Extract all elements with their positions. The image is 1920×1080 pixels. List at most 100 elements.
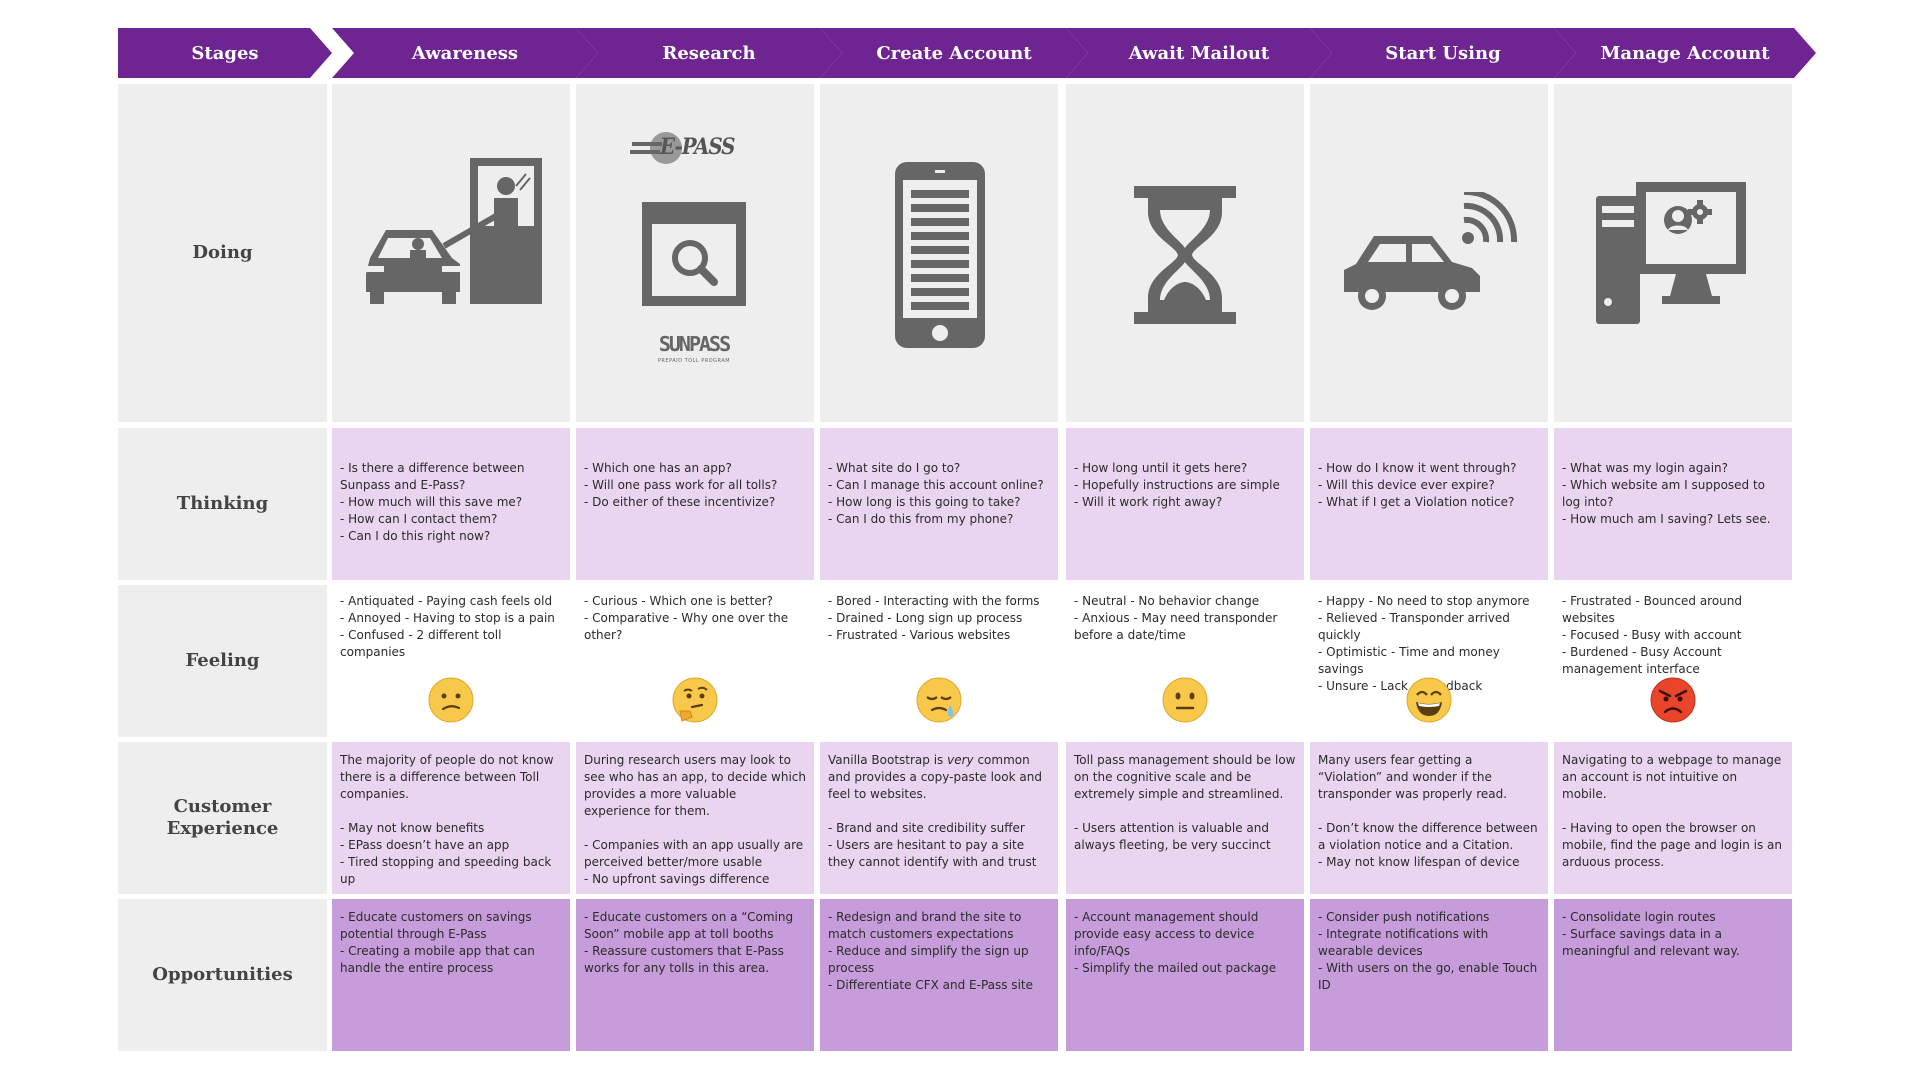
cx-paragraph: During research users may look to see wh… [584, 752, 806, 820]
cx-list: - Don’t know the difference between a vi… [1318, 821, 1538, 869]
thinking-cell-research: - Which one has an app? - Will one pass … [576, 428, 814, 580]
stage-header-research: Research [576, 28, 842, 78]
cx-text: Navigating to a webpage to manage an acc… [1562, 753, 1782, 801]
cx-cell-create-account: Vanilla Bootstrap is very common and pro… [820, 742, 1058, 894]
thinking-text: - How long until it gets here? - Hopeful… [1074, 461, 1280, 509]
stage-header-start-using: Start Using [1310, 28, 1576, 78]
cx-list: - Companies with an app usually are perc… [584, 838, 804, 886]
row-label-text: Thinking [176, 493, 269, 514]
feeling-cell-start-using: - Happy - No need to stop anymore - Reli… [1310, 585, 1548, 737]
feeling-cell-manage-account: - Frustrated - Bounced around websites -… [1554, 585, 1792, 737]
row-label-thinking: Thinking [118, 428, 327, 580]
opportunity-cell-awareness: - Educate customers on savings potential… [332, 899, 570, 1051]
row-label-text: Customer [173, 796, 272, 817]
cx-list: - Users attention is valuable and always… [1074, 821, 1271, 852]
row-label-opportunities: Opportunities [118, 899, 327, 1051]
hourglass-icon [1134, 186, 1236, 324]
cx-text: The majority of people do not know there… [340, 753, 554, 801]
doing-cell-awareness [332, 84, 570, 422]
cx-paragraph: Vanilla Bootstrap is very common and pro… [828, 752, 1050, 803]
stage-header-label: Manage Account [1600, 42, 1770, 64]
feeling-cell-await-mailout: - Neutral - No behavior change - Anxious… [1066, 585, 1304, 737]
epass-logo-mark [630, 132, 682, 164]
stages-header-label: Stages [191, 42, 259, 64]
doing-cell-create-account [820, 84, 1058, 422]
cx-cell-research: During research users may look to see wh… [576, 742, 814, 894]
feeling-text: - Neutral - No behavior change - Anxious… [1074, 594, 1278, 642]
opportunity-cell-manage-account: - Consolidate login routes - Surface sav… [1554, 899, 1792, 1051]
row-label-text: Experience [166, 818, 279, 839]
opportunity-text: - Consolidate login routes - Surface sav… [1562, 910, 1740, 958]
stage-header-manage-account: Manage Account [1554, 28, 1816, 78]
cx-cell-start-using: Many users fear getting a “Violation” an… [1310, 742, 1548, 894]
thinking-cell-await-mailout: - How long until it gets here? - Hopeful… [1066, 428, 1304, 580]
opportunity-text: - Redesign and brand the site to match c… [828, 910, 1033, 992]
opportunity-cell-await-mailout: - Account management should provide easy… [1066, 899, 1304, 1051]
thinking-text: - What site do I go to? - Can I manage t… [828, 461, 1044, 526]
epass-logo-text: E-PASS [660, 134, 735, 160]
angry-face-icon [1650, 677, 1696, 723]
feeling-cell-research: - Curious - Which one is better? - Compa… [576, 585, 814, 737]
sunpass-logo-subtext: PREPAID TOLL PROGRAM [657, 358, 731, 364]
cx-text: common and provides a copy-paste look an… [828, 753, 1042, 801]
opportunity-cell-research: - Educate customers on a “Coming Soon” m… [576, 899, 814, 1051]
stage-header-await-mailout: Await Mailout [1066, 28, 1332, 78]
opportunity-cell-start-using: - Consider push notifications - Integrat… [1310, 899, 1548, 1051]
cx-emphasis: very [947, 753, 974, 767]
feeling-cell-create-account: - Bored - Interacting with the forms - D… [820, 585, 1058, 737]
smartphone-icon [895, 162, 985, 348]
computer-settings-icon [1596, 182, 1746, 324]
thinking-cell-start-using: - How do I know it went through? - Will … [1310, 428, 1548, 580]
thinking-cell-create-account: - What site do I go to? - Can I manage t… [820, 428, 1058, 580]
cx-text: Many users fear getting a “Violation” an… [1318, 753, 1508, 801]
cx-paragraph: Navigating to a webpage to manage an acc… [1562, 752, 1784, 803]
thinking-face-icon [672, 677, 718, 723]
cx-text: During research users may look to see wh… [584, 753, 806, 818]
feeling-text: - Curious - Which one is better? - Compa… [584, 594, 789, 642]
cx-list: - May not know benefits - EPass doesn’t … [340, 821, 552, 886]
cx-cell-awareness: The majority of people do not know there… [332, 742, 570, 894]
stage-header-label: Create Account [876, 42, 1032, 64]
cx-text: Vanilla Bootstrap is [828, 753, 948, 767]
row-label-doing: Doing [118, 84, 327, 422]
stage-header-awareness: Awareness [332, 28, 598, 78]
magnifier-window-icon [642, 202, 746, 306]
feeling-text: - Happy - No need to stop anymore - Reli… [1318, 594, 1530, 693]
stage-header-label: Research [662, 42, 756, 64]
opportunity-text: - Account management should provide easy… [1074, 910, 1277, 975]
cx-paragraph: Many users fear getting a “Violation” an… [1318, 752, 1540, 803]
feeling-text: - Antiquated - Paying cash feels old - A… [340, 594, 555, 659]
stage-header-label: Awareness [411, 42, 519, 64]
cx-cell-await-mailout: Toll pass management should be low on th… [1066, 742, 1304, 894]
cx-cell-manage-account: Navigating to a webpage to manage an acc… [1554, 742, 1792, 894]
confused-face-icon [428, 677, 474, 723]
cx-paragraph: The majority of people do not know there… [340, 752, 562, 803]
row-label-text: Feeling [185, 650, 260, 671]
feeling-text: - Bored - Interacting with the forms - D… [828, 594, 1040, 642]
feeling-text: - Frustrated - Bounced around websites -… [1562, 594, 1743, 676]
opportunity-text: - Educate customers on a “Coming Soon” m… [584, 910, 794, 975]
thinking-text: - How do I know it went through? - Will … [1318, 461, 1517, 509]
thinking-cell-awareness: - Is there a difference between Sunpass … [332, 428, 570, 580]
thinking-text: - Is there a difference between Sunpass … [340, 461, 525, 543]
row-label-customer-experience: Customer Experience [118, 742, 327, 894]
doing-cell-await-mailout [1066, 84, 1304, 422]
row-label-feeling: Feeling [118, 585, 327, 737]
neutral-face-icon [1162, 677, 1208, 723]
stage-header-label: Start Using [1385, 42, 1501, 64]
opportunity-text: - Consider push notifications - Integrat… [1318, 910, 1538, 992]
sunpass-logo: SUNPASS PREPAID TOLL PROGRAM [644, 332, 744, 374]
stage-header-create-account: Create Account [820, 28, 1088, 78]
cx-paragraph: Toll pass management should be low on th… [1074, 752, 1296, 803]
thinking-text: - What was my login again? - Which websi… [1562, 461, 1771, 526]
grinning-face-icon [1406, 677, 1452, 723]
doing-cell-start-using [1310, 84, 1548, 422]
row-label-text: Opportunities [152, 964, 293, 985]
cx-text: Toll pass management should be low on th… [1074, 753, 1296, 801]
doing-cell-research: E-PASS SUNPASS PREPAID TOLL PROGRAM [576, 84, 814, 422]
opportunity-cell-create-account: - Redesign and brand the site to match c… [820, 899, 1058, 1051]
epass-logo: E-PASS [630, 130, 760, 166]
cx-list: - Brand and site credibility suffer - Us… [828, 821, 1037, 869]
cx-list: - Having to open the browser on mobile, … [1562, 821, 1783, 869]
car-tollbooth-icon [366, 158, 542, 304]
